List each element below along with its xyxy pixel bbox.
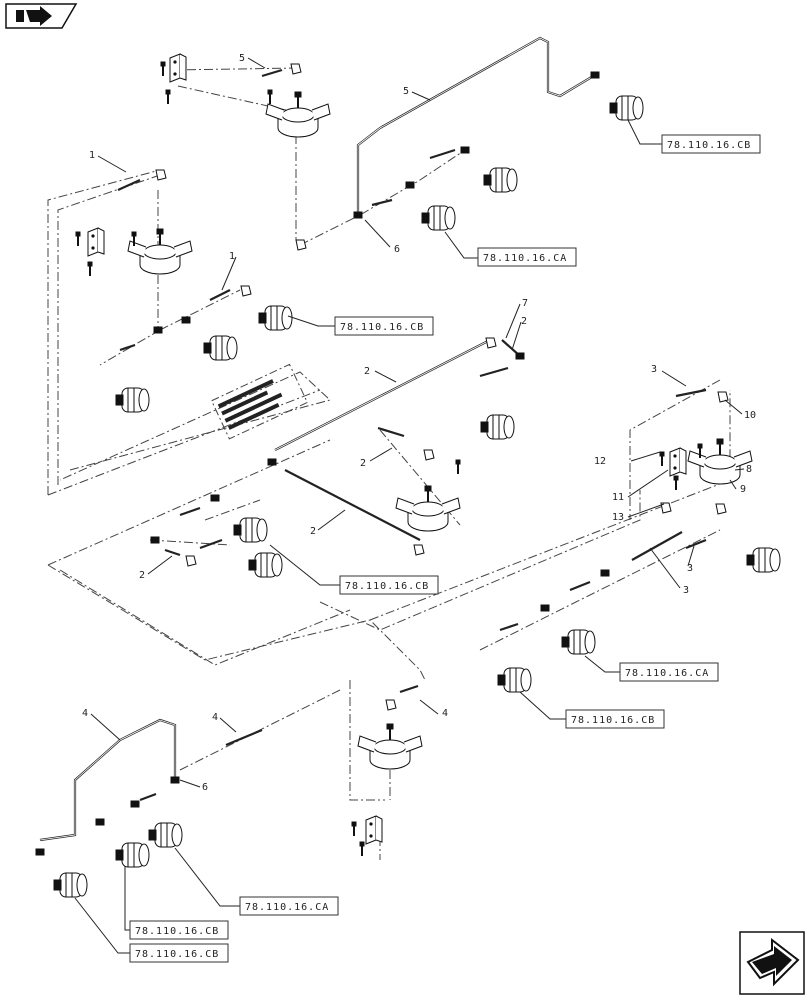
callout-2e: 2 [139,570,145,581]
callout-11: 11 [612,492,624,503]
reference-boxes: 78.110.16.CB 78.110.16.CA 78.110.16.CB 7… [129,134,761,963]
callout-4a: 4 [82,708,88,719]
callout-1a: 1 [89,150,95,161]
callout-8: 8 [746,464,752,475]
callout-2a: 2 [364,366,370,377]
callout-2b: 2 [360,458,366,469]
callout-13: 13 [612,512,624,523]
reference-link-3[interactable]: 78.110.16.CB [334,316,434,336]
reference-label: 78.110.16.CA [483,253,567,264]
callout-2d: 2 [310,526,316,537]
section-label-block [210,363,308,440]
reference-label: 78.110.16.CB [135,926,219,937]
page-forward-arrow-icon[interactable] [739,931,805,995]
nozzle-bodies [53,95,781,898]
callout-5a: 5 [239,53,245,64]
reference-link-2[interactable]: 78.110.16.CA [477,247,577,267]
callout-9: 9 [740,484,746,495]
callout-6a: 6 [394,244,400,255]
reference-link-5[interactable]: 78.110.16.CA [619,662,719,682]
callout-12: 12 [594,456,606,467]
reference-label: 78.110.16.CB [571,715,655,726]
reference-link-7[interactable]: 78.110.16.CA [239,896,339,916]
callout-4c: 4 [442,708,448,719]
callout-1b: 1 [229,251,235,262]
reference-link-4[interactable]: 78.110.16.CB [339,575,439,595]
reference-label: 78.110.16.CB [135,949,219,960]
reference-link-9[interactable]: 78.110.16.CB [129,943,229,963]
reference-label: 78.110.16.CB [667,140,751,151]
callout-6b: 6 [202,782,208,793]
leader-lines [74,57,745,954]
callout-10: 10 [744,410,756,421]
reference-label: 78.110.16.CA [625,668,709,679]
callout-numbers: 1 1 2 2 2 2 2 3 3 3 4 4 4 5 5 6 6 7 8 9 … [82,53,756,793]
reference-label: 78.110.16.CB [340,322,424,333]
reference-link-6[interactable]: 78.110.16.CB [565,709,665,729]
callout-3a: 3 [651,364,657,375]
reference-link-1[interactable]: 78.110.16.CB [661,134,761,154]
reference-label: 78.110.16.CA [245,902,329,913]
reference-label: 78.110.16.CB [345,581,429,592]
reference-link-8[interactable]: 78.110.16.CB [129,920,229,940]
callout-5b: 5 [403,86,409,97]
callout-2c: 2 [521,316,527,327]
callout-3b: 3 [687,563,693,574]
page-back-arrow-icon[interactable] [5,3,78,29]
callout-4b: 4 [212,712,218,723]
callout-7: 7 [522,298,528,309]
callout-3c: 3 [683,585,689,596]
